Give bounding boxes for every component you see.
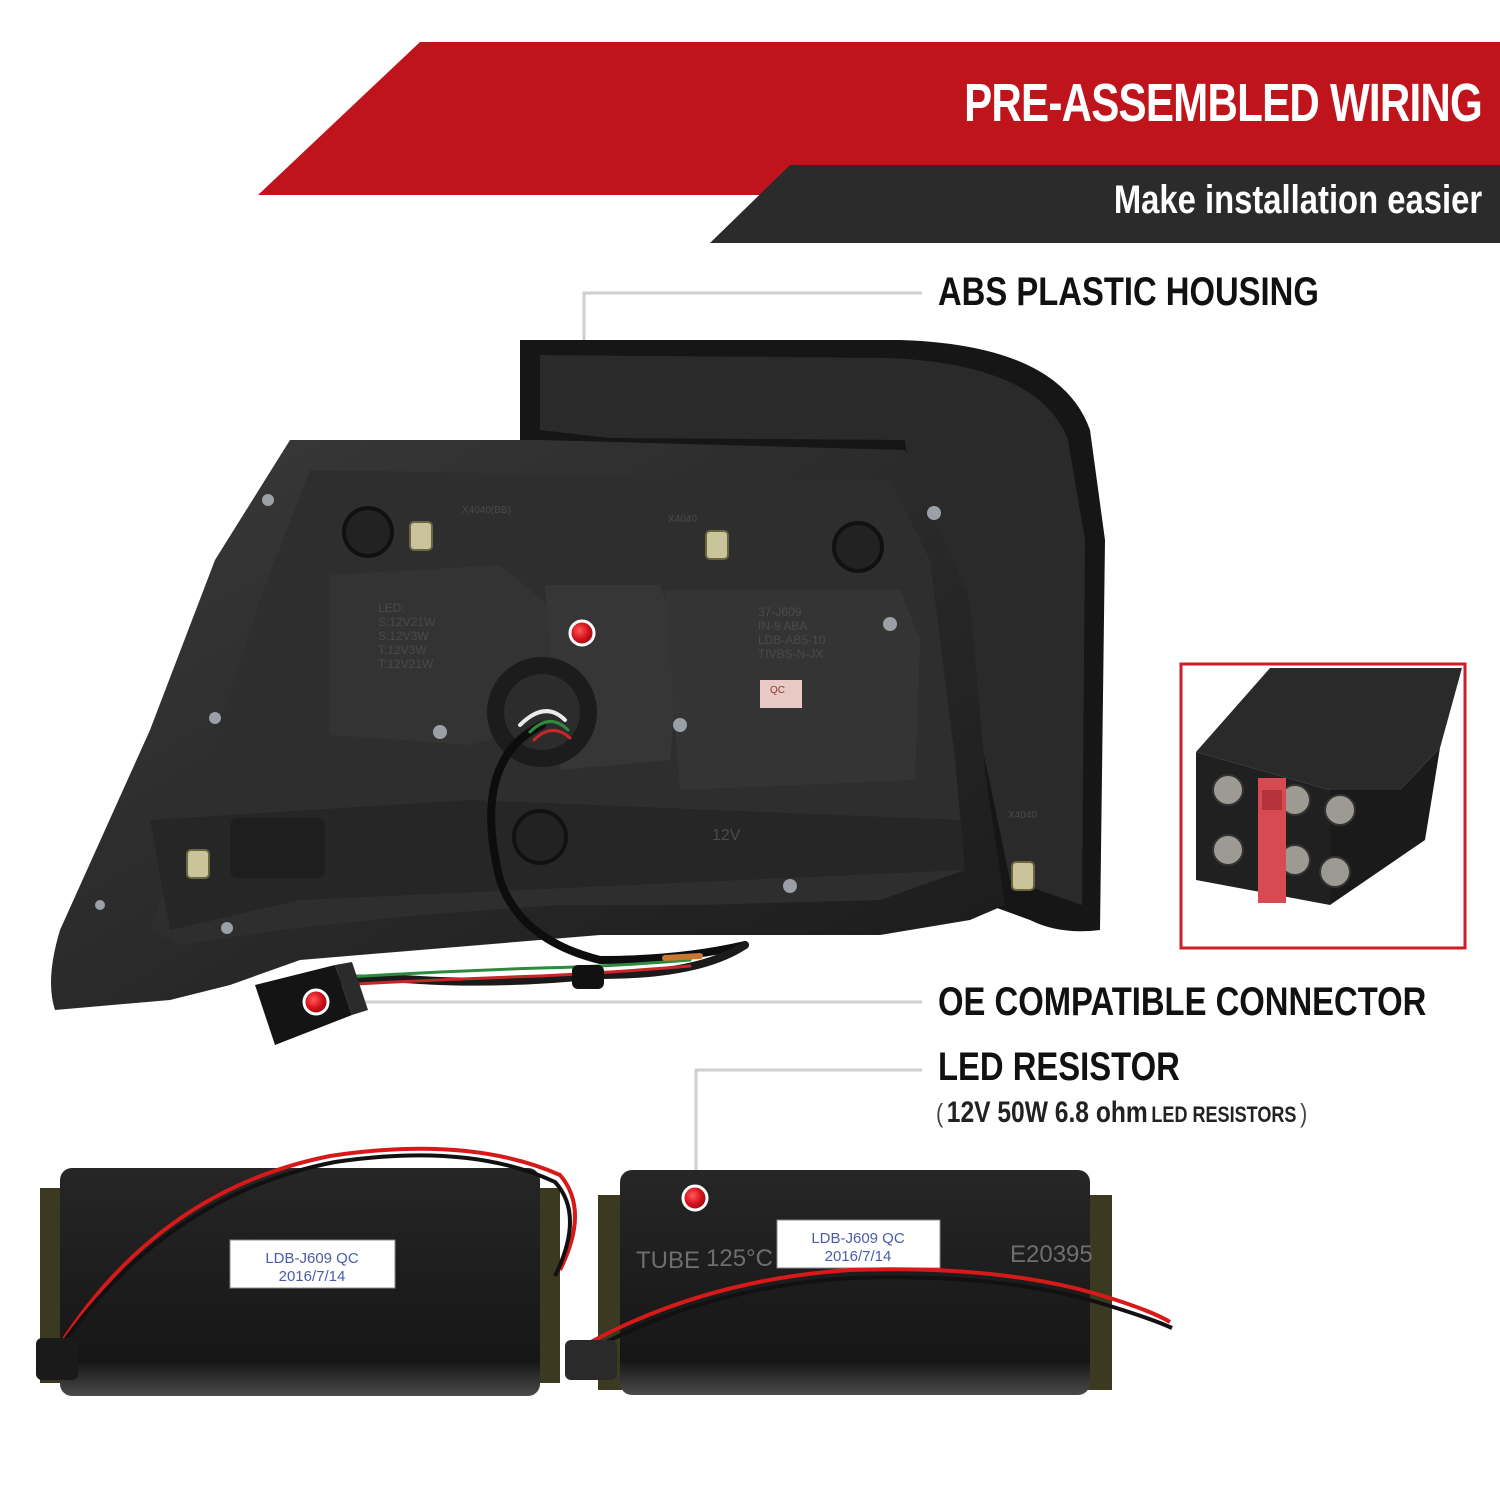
resistor-callout-label: LED RESISTOR — [938, 1045, 1180, 1089]
housing-voltage-mark: 12V — [712, 827, 741, 844]
resistor-left-sticker-line-2: 2016/7/14 — [279, 1268, 346, 1285]
resistor-left — [36, 1146, 577, 1396]
housing-callout-label: ABS PLASTIC HOUSING — [938, 270, 1319, 314]
housing-left-line-5: T:12V21W — [378, 657, 434, 671]
connector-callout-dot — [302, 988, 330, 1016]
housing-callout-dot — [568, 619, 596, 647]
housing-left-line-2: S:12V21W — [378, 615, 436, 629]
resistor-right-sticker-line-2: 2016/7/14 — [825, 1248, 892, 1265]
resistor-spec-open: ( — [936, 1098, 944, 1128]
connector-inset — [1179, 662, 1467, 950]
resistor-right-print-temp: 125°C — [706, 1245, 773, 1272]
housing-left-line-3: S:12V3W — [378, 629, 429, 643]
resistor-callout-dot — [681, 1184, 709, 1212]
tail-light-housing — [51, 340, 1105, 1010]
resistor-right-print-tube: TUBE — [636, 1247, 700, 1274]
resistor-left-sticker-line-1: LDB-J609 QC — [265, 1250, 359, 1267]
callout-dots — [302, 619, 709, 1212]
resistor-spec: ( 12V 50W 6.8 ohm LED RESISTORS ) — [936, 1096, 1307, 1130]
banner-subtitle: Make installation easier — [1113, 178, 1482, 222]
resistor-spec-close: ) — [1300, 1098, 1308, 1128]
housing-markings: LED: S:12V21W S:12V3W T:12V3W T:12V21W 3… — [378, 505, 1037, 844]
housing-right-line-3: LDB-AB5-10 — [758, 633, 826, 647]
connector-callout-label: OE COMPATIBLE CONNECTOR — [938, 980, 1427, 1024]
wiring-harness — [296, 709, 749, 989]
housing-left-line-4: T:12V3W — [378, 643, 427, 657]
resistor-right — [565, 1170, 1173, 1395]
banner-title: PRE-ASSEMBLED WIRING — [964, 73, 1483, 133]
housing-left-line-1: LED: — [378, 601, 405, 615]
housing-right-line-1: 37-J609 — [758, 605, 802, 619]
resistor-right-print-code: E20395 — [1010, 1241, 1093, 1268]
housing-part-mark-left: X4040(BB) — [462, 505, 511, 516]
resistor-labels: LDB-J609 QC 2016/7/14 LDB-J609 QC 2016/7… — [265, 1230, 1092, 1285]
housing-qc-sticker: QC — [770, 685, 785, 696]
housing-part-mark-center: X4040 — [668, 514, 697, 525]
resistor-spec-sub: LED RESISTORS — [1151, 1102, 1297, 1127]
resistor-right-sticker-line-1: LDB-J609 QC — [811, 1230, 905, 1247]
housing-part-mark-right: X4040 — [1008, 810, 1037, 821]
dark-banner — [710, 165, 1500, 243]
housing-right-line-2: IN-9 ABA — [758, 619, 807, 633]
red-banner — [258, 42, 1500, 195]
resistor-spec-main: 12V 50W 6.8 ohm — [946, 1096, 1148, 1129]
housing-right-line-4: TIVBS-N-JX — [758, 647, 823, 661]
